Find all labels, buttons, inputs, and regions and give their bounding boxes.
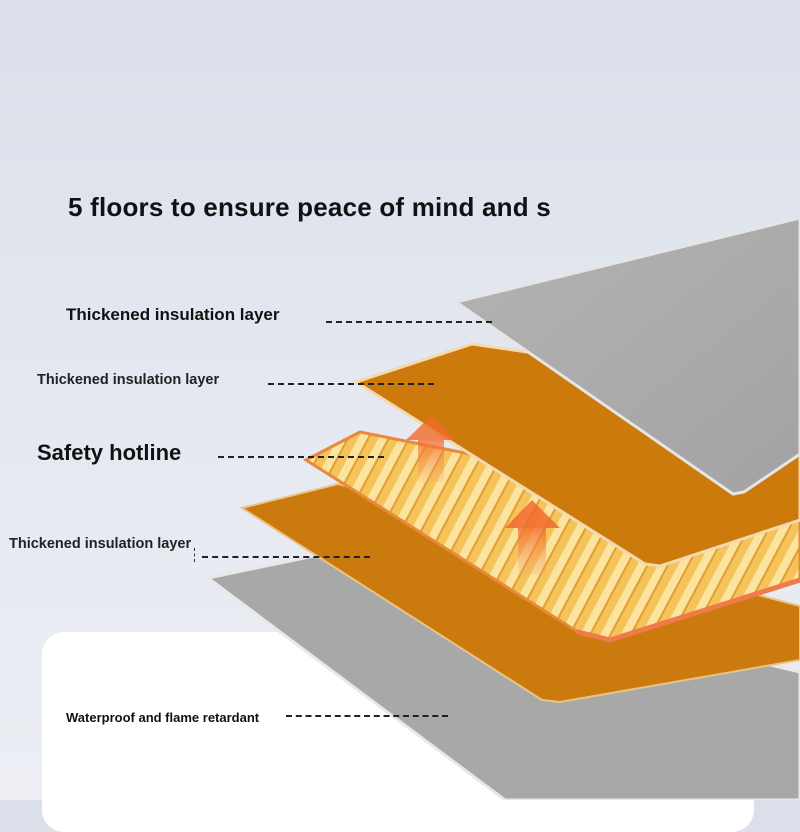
heat-arrow-icon (406, 416, 456, 482)
leader-line (268, 383, 434, 385)
page-title: 5 floors to ensure peace of mind and s (68, 192, 551, 222)
layer-stack-illustration (204, 216, 800, 800)
label-upper-insulation: Thickened insulation layer (37, 372, 220, 388)
leader-line (202, 556, 370, 558)
label-waterproof: Waterproof and flame retardant (66, 710, 260, 725)
top-insulation-layer (452, 216, 800, 496)
leader-line (326, 321, 492, 323)
leader-line (286, 715, 448, 717)
label-lower-insulation: Thickened insulation layer (9, 536, 192, 552)
leader-line (194, 548, 195, 562)
label-top-insulation: Thickened insulation layer (66, 305, 280, 324)
waterproof-layer (204, 554, 800, 800)
heat-arrow-icon (505, 500, 560, 575)
label-safety-hotline: Safety hotline (37, 440, 182, 465)
leader-line (218, 456, 384, 458)
